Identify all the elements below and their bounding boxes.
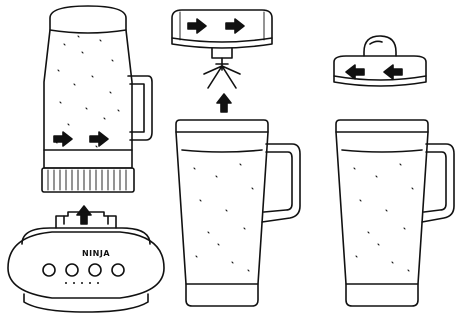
twist-arrow-icon [346, 65, 364, 79]
motor-base [8, 228, 164, 312]
twist-arrow-icon [384, 65, 402, 79]
travel-mug [336, 120, 454, 306]
blade-lid [172, 10, 272, 88]
travel-mug [176, 120, 300, 306]
twist-arrow-icon [90, 132, 108, 146]
brand-logo-text: NINJA [64, 249, 128, 258]
twist-arrow-icon [226, 19, 244, 33]
inverted-bottle [42, 6, 152, 192]
up-arrow-icon [217, 94, 231, 112]
twist-arrow-icon [188, 19, 206, 33]
sip-lid [334, 36, 426, 86]
up-arrow-icon [77, 206, 91, 224]
twist-arrow-icon [54, 132, 72, 146]
